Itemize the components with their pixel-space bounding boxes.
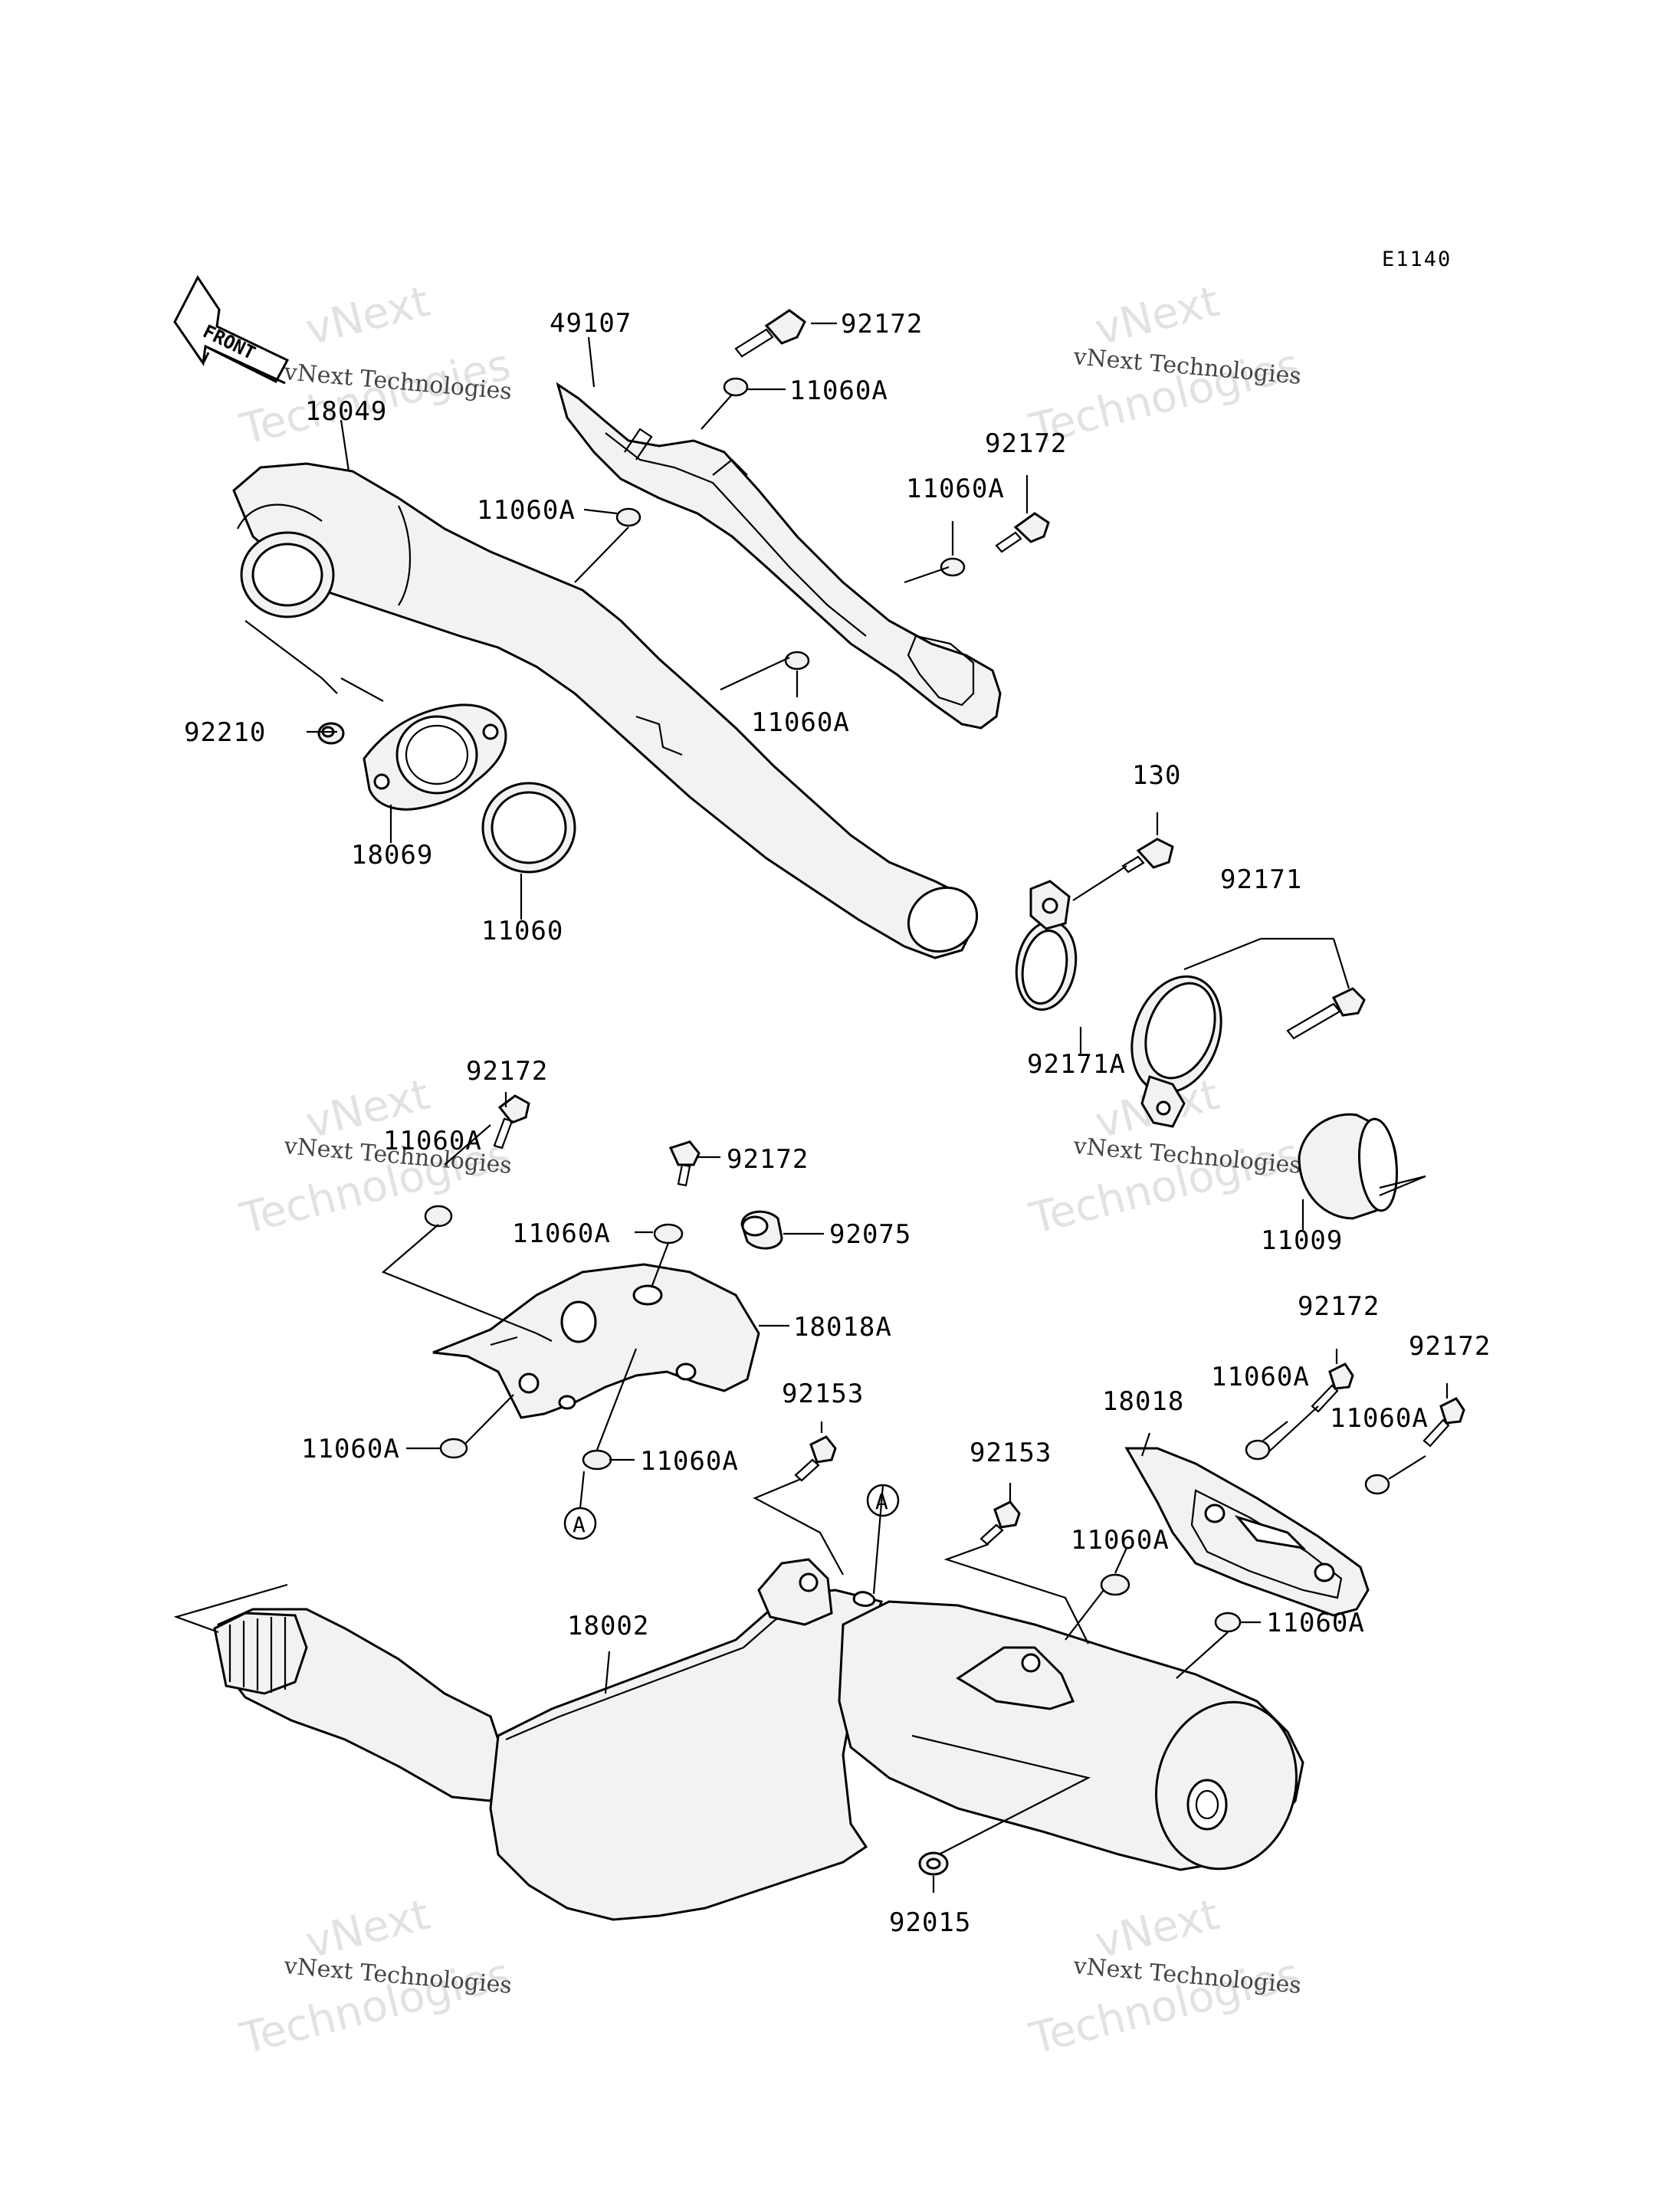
label-92015: 92015: [889, 1907, 971, 1938]
bolt-92172-b: [995, 512, 1050, 553]
washer-11060A-k: [1100, 1573, 1130, 1596]
watermark-bottom-left: vNext Technologies vNext Technologies: [235, 1890, 516, 2064]
label-18049: 18049: [305, 396, 387, 427]
washer-11060A-c: [940, 557, 966, 577]
label-92172: 92172: [1298, 1291, 1380, 1322]
label-18018A: 18018A: [793, 1312, 892, 1343]
bolt-92172-e: [1311, 1362, 1354, 1413]
washer-11060A-d: [784, 651, 810, 671]
gasket-11060: [481, 782, 576, 874]
label-11060A: 11060A: [640, 1446, 739, 1477]
label-92172: 92172: [985, 428, 1067, 459]
label-18069: 18069: [351, 840, 433, 871]
grommet-92075: [740, 1210, 783, 1250]
diagram-code: E1140: [1382, 248, 1452, 271]
label-92075: 92075: [829, 1219, 911, 1250]
part-labels: 49107 92172 11060A 18049 92172 11060A 11…: [184, 308, 1491, 1938]
label-18018: 18018: [1102, 1386, 1184, 1417]
label-49107: 49107: [550, 308, 632, 339]
washer-11060A-j: [1364, 1474, 1390, 1495]
flange-18069: [363, 703, 507, 811]
watermark-vnext: vNext: [1091, 277, 1224, 356]
bolt-130: [1121, 838, 1174, 874]
label-11060A: 11060A: [477, 495, 576, 526]
label-11060A: 11060A: [906, 474, 1005, 504]
front-arrow-icon: FRONT: [173, 275, 290, 385]
washer-92210: [317, 722, 345, 745]
washer-11060A-e: [424, 1205, 453, 1228]
label-11060A: 11060A: [751, 707, 850, 738]
bolt-92171: [1286, 987, 1366, 1040]
bolt-92153-b: [979, 1500, 1021, 1546]
label-11060A: 11060A: [512, 1218, 611, 1249]
washer-11060A-g: [439, 1438, 468, 1459]
leader-lines: [173, 322, 1449, 1893]
bolt-92153-a: [794, 1435, 837, 1482]
heat-shield-18018A: [432, 1263, 760, 1419]
callout-A-1-text: A: [573, 1512, 586, 1537]
label-92153: 92153: [782, 1379, 864, 1409]
watermark-vnext: vNext: [301, 277, 435, 356]
bolt-92172-a: [734, 309, 806, 358]
washer-11060A-b: [615, 507, 641, 527]
label-11060A: 11060A: [1330, 1403, 1429, 1434]
bolt-92172-f: [1422, 1397, 1465, 1448]
bolt-92172-c: [493, 1094, 530, 1149]
clamp-92171A: [1015, 880, 1078, 1011]
label-92171A: 92171A: [1027, 1049, 1126, 1080]
label-92153: 92153: [970, 1438, 1052, 1468]
label-18002: 18002: [567, 1611, 649, 1641]
label-11060A: 11060A: [789, 375, 888, 406]
washer-11060A-l: [1214, 1612, 1242, 1633]
label-92171: 92171: [1220, 864, 1302, 895]
label-11060A: 11060A: [1211, 1362, 1310, 1392]
clamp-92171: [1130, 975, 1222, 1128]
heat-shield-49107: [556, 382, 1002, 730]
label-92172: 92172: [841, 309, 923, 339]
label-11060: 11060: [481, 916, 563, 946]
callout-A-1: A: [563, 1507, 597, 1540]
label-130: 130: [1132, 760, 1181, 791]
nut-92015: [918, 1851, 949, 1876]
washer-11060A-a: [723, 377, 749, 397]
label-11060A: 11060A: [1071, 1525, 1170, 1556]
label-92172: 92172: [1409, 1331, 1491, 1362]
watermark-mid-left: vNext Technologies vNext Technologies: [235, 1070, 516, 1244]
watermark-bottom-right: vNext Technologies vNext Technologies: [1025, 1890, 1305, 2064]
label-92210: 92210: [184, 717, 266, 748]
label-11060A: 11060A: [383, 1126, 482, 1156]
washer-11060A-h: [582, 1449, 612, 1471]
sleeve-11009: [1298, 1113, 1398, 1220]
washer-11060A-i: [1245, 1439, 1271, 1461]
label-11060A: 11060A: [1266, 1608, 1365, 1638]
muffler-18002: [213, 1558, 1304, 1921]
label-92172: 92172: [727, 1144, 809, 1175]
washer-11060A-f: [653, 1223, 684, 1244]
heat-shield-18018: [1124, 1447, 1370, 1617]
bolt-92172-d: [668, 1140, 701, 1187]
label-92172: 92172: [466, 1056, 548, 1087]
label-11009: 11009: [1261, 1225, 1343, 1256]
exhaust-pipe-18049: [232, 462, 979, 959]
label-11060A: 11060A: [301, 1434, 400, 1464]
